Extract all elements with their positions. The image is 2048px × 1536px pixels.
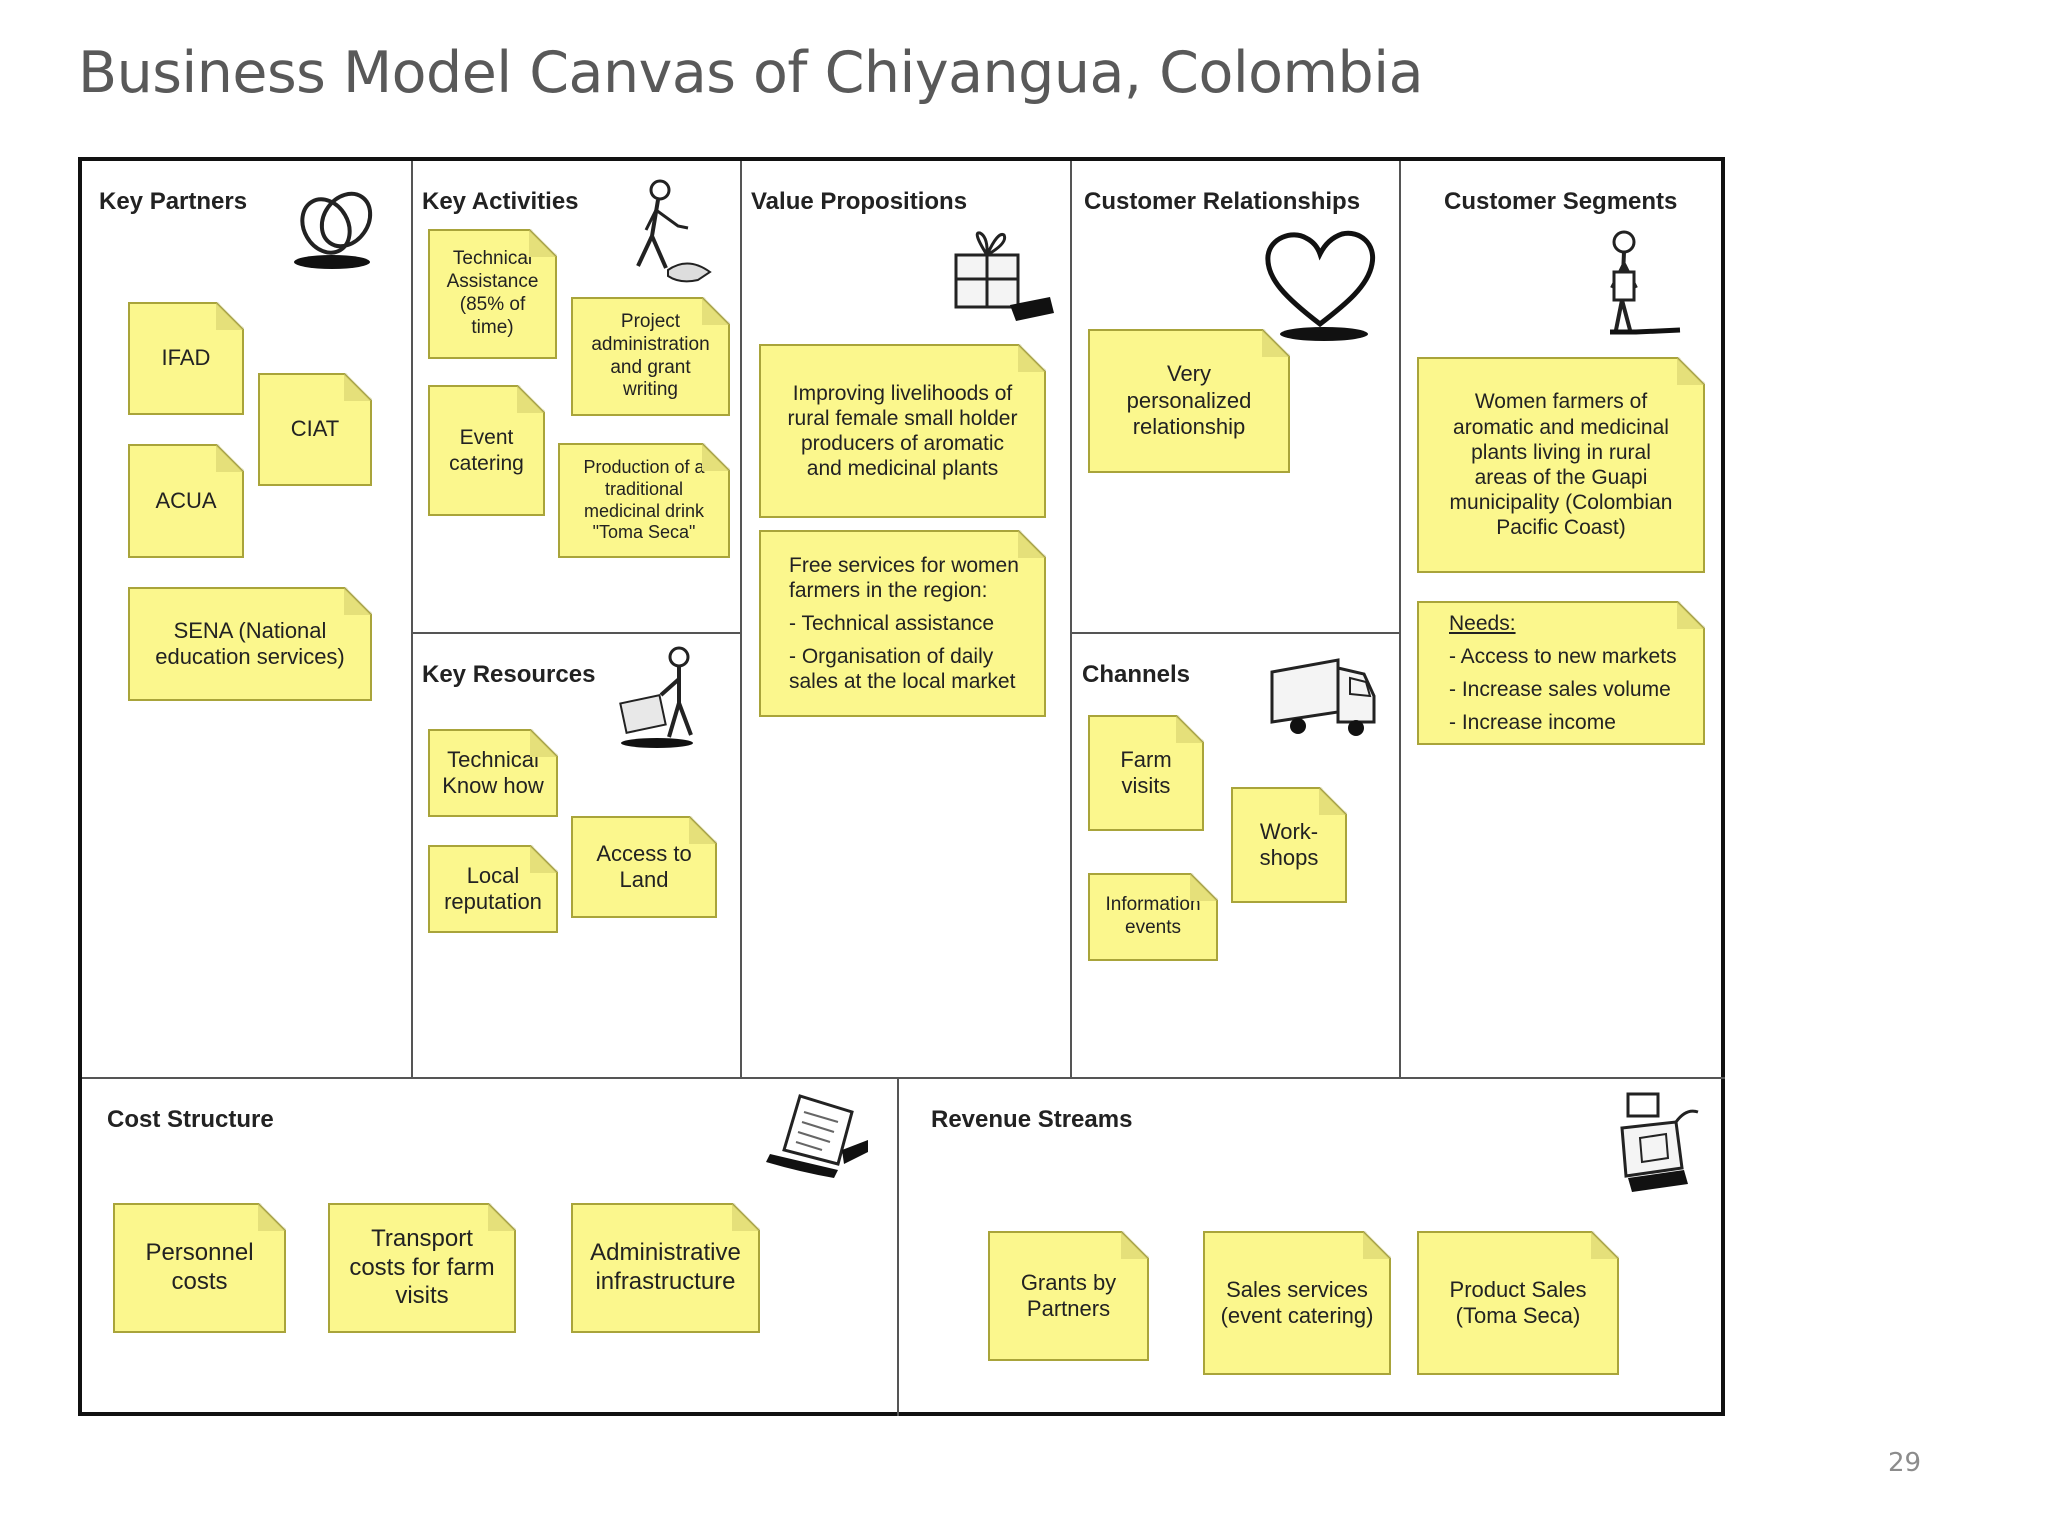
divider <box>897 1078 899 1416</box>
revenue-note-grants: Grants by Partners <box>988 1231 1149 1361</box>
activity-note-project-administration: Project administration and grant writing <box>571 297 730 416</box>
customer-relationships-heading: Customer Relationships <box>1084 188 1361 215</box>
divider <box>82 1077 1725 1079</box>
needs-item: - Increase sales volume <box>1449 678 1671 701</box>
segment-note-women-farmers: Women farmers of aromatic and medicinal … <box>1417 357 1705 573</box>
value-note-free-services: Free services for women farmers in the r… <box>759 530 1046 717</box>
partner-note-ciat: CIAT <box>258 373 372 486</box>
worker-icon <box>636 179 712 283</box>
cash-register-icon <box>1620 1092 1699 1192</box>
page-title: Business Model Canvas of Chiyangua, Colo… <box>78 40 1424 106</box>
person-with-cart-icon <box>619 646 693 748</box>
resource-note-access-to-land: Access to Land <box>571 816 717 918</box>
divider <box>1399 161 1401 1078</box>
relationship-note-personalized: Very personalized relationship <box>1088 329 1290 473</box>
key-resources-heading: Key Resources <box>422 661 596 688</box>
divider <box>1070 161 1072 1078</box>
key-activities-heading: Key Activities <box>422 188 579 215</box>
receipt-icon <box>766 1094 868 1178</box>
page-number: 29 <box>1888 1448 1922 1478</box>
partner-note-sena: SENA (National education services) <box>128 587 372 701</box>
free-services-item: - Technical assistance <box>789 611 995 635</box>
gift-box-icon <box>954 231 1054 321</box>
channel-note-workshops: Work- shops <box>1231 787 1347 903</box>
revenue-note-sales-services: Sales services (event catering) <box>1203 1231 1391 1375</box>
needs-item: - Access to new markets <box>1449 644 1677 668</box>
cost-note-administrative-infrastructure: Administrative infrastructure <box>571 1203 760 1333</box>
resource-note-technical-know-how: Technical Know how <box>428 729 558 817</box>
truck-icon <box>1270 658 1376 736</box>
activity-note-production-toma-seca: Production of a traditional medicinal dr… <box>558 443 730 558</box>
channels-heading: Channels <box>1082 661 1191 688</box>
segment-note-needs: Needs: - Access to new markets - Increase … <box>1417 601 1705 745</box>
divider <box>411 632 742 634</box>
resource-note-local-reputation: Local reputation <box>428 845 558 933</box>
activity-note-event-catering: Event catering <box>428 385 545 516</box>
value-propositions-heading: Value Propositions <box>751 188 968 215</box>
revenue-streams-heading: Revenue Streams <box>931 1106 1133 1133</box>
needs-label: Needs: <box>1449 611 1516 635</box>
revenue-note-product-sales: Product Sales (Toma Seca) <box>1417 1231 1619 1375</box>
customer-segments-heading: Customer Segments <box>1444 188 1678 215</box>
cost-structure-heading: Cost Structure <box>107 1106 274 1133</box>
linked-rings-icon <box>294 191 373 269</box>
needs-item: - Increase income <box>1449 711 1616 735</box>
divider <box>411 161 413 1078</box>
channel-note-information-events: Information events <box>1088 873 1218 961</box>
value-note-improving-livelihoods: Improving livelihoods of rural female sm… <box>759 344 1046 518</box>
free-services-intro: Free services for women farmers in the r… <box>789 553 1019 602</box>
cost-note-transport: Transport costs for farm visits <box>328 1203 516 1333</box>
cost-note-personnel: Personnel costs <box>113 1203 286 1333</box>
divider <box>740 161 742 1078</box>
partner-note-acua: ACUA <box>128 444 244 558</box>
key-partners-heading: Key Partners <box>99 188 248 215</box>
partner-note-ifad: IFAD <box>128 302 244 415</box>
standing-person-icon <box>1610 230 1681 335</box>
heart-icon <box>1265 230 1376 341</box>
free-services-item: - Organisation of daily sales at the loc… <box>789 645 1016 694</box>
channel-note-farm-visits: Farm visits <box>1088 715 1204 831</box>
divider <box>1070 632 1401 634</box>
activity-note-technical-assistance: Technical Assistance (85% of time) <box>428 229 557 359</box>
